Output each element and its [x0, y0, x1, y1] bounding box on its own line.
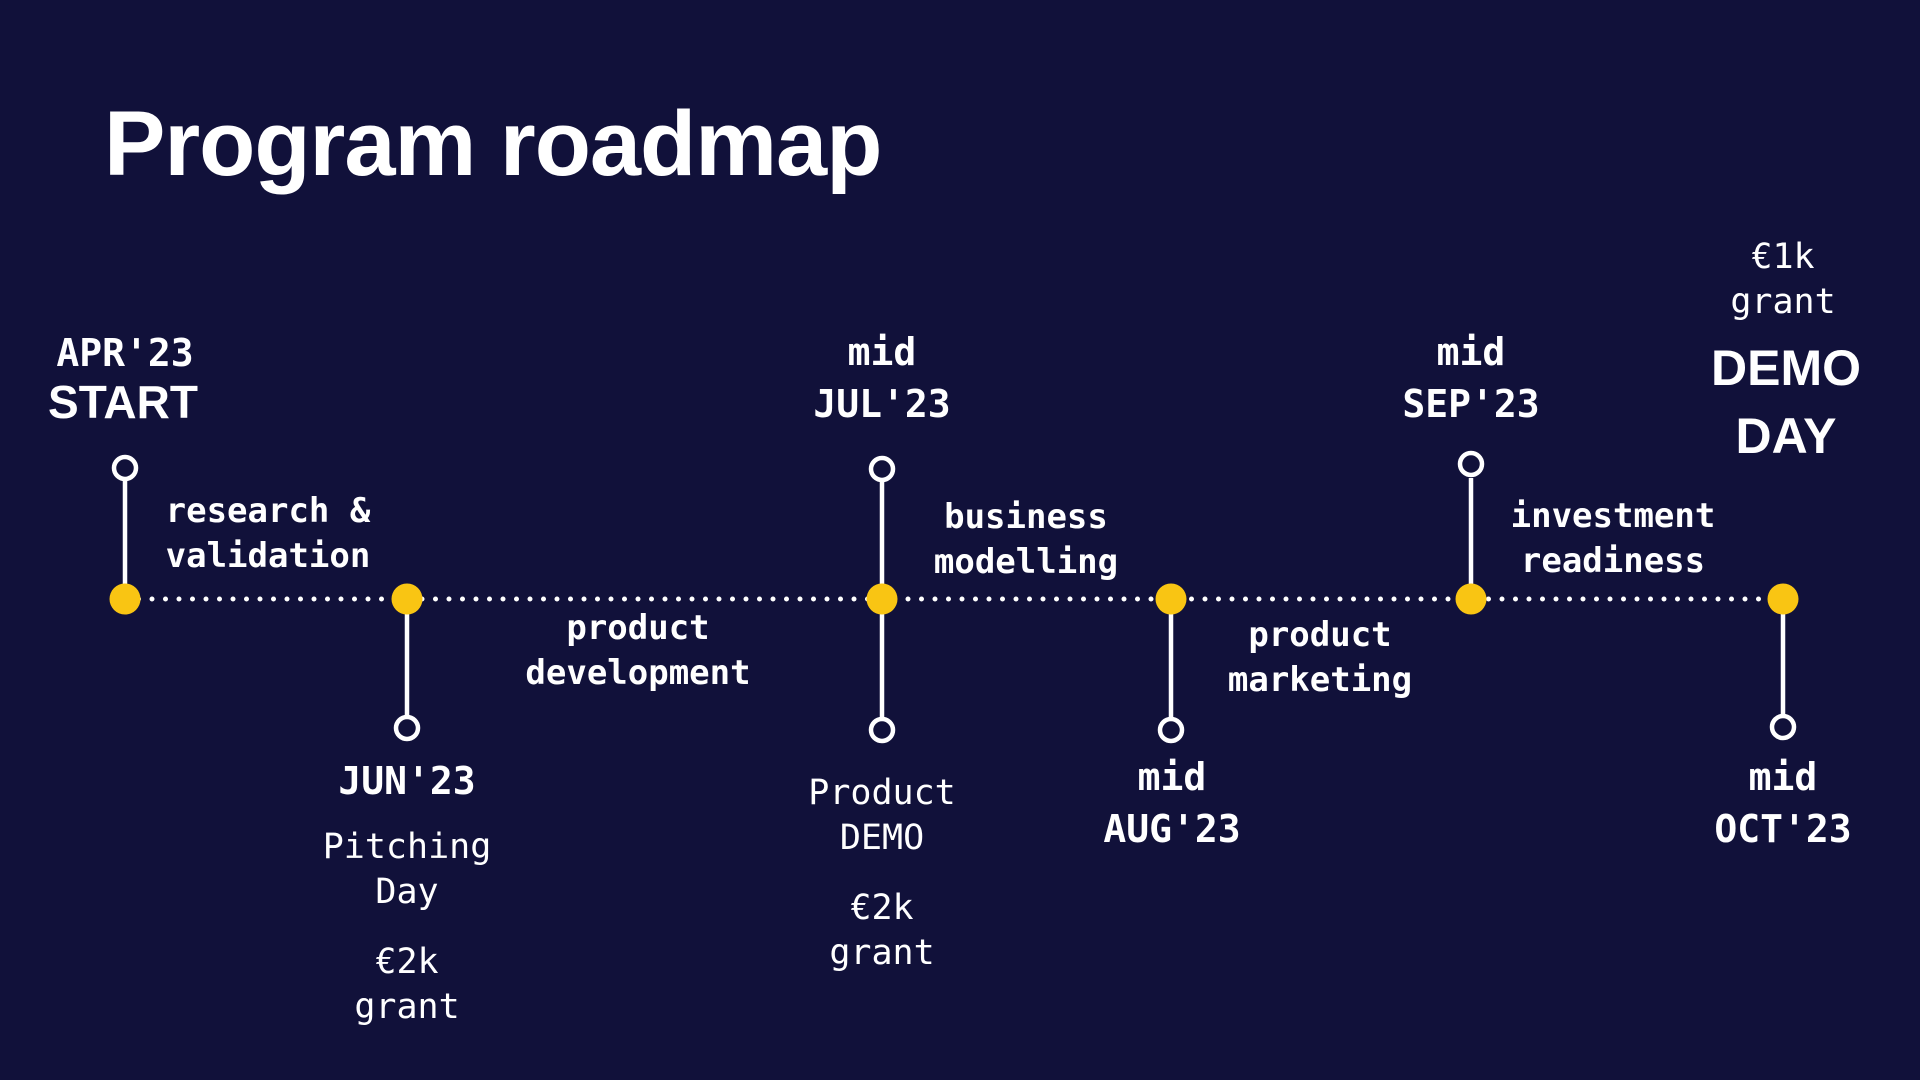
phase-product-development: product development: [525, 608, 751, 693]
terminator-circle-jun23: [393, 714, 421, 742]
milestone-aug23-date: mid AUG'23: [1103, 755, 1241, 851]
terminator-circle-apr23: [111, 454, 139, 482]
milestone-oct23-grant: €1k grant: [1730, 237, 1836, 322]
milestone-apr23-date: APR'23: [56, 331, 194, 375]
milestone-jul23-grant: €2k grant: [829, 888, 935, 973]
milestone-dot-aug23: [1155, 583, 1187, 615]
milestone-dot-apr23: [109, 583, 141, 615]
milestone-jul23-date: mid JUL'23: [813, 330, 951, 426]
milestone-dot-jul23: [866, 583, 898, 615]
milestone-jun23-date: JUN'23: [338, 759, 476, 803]
page-title: Program roadmap: [104, 93, 882, 195]
terminator-circle-oct23: [1769, 713, 1797, 741]
phase-research-validation: research & validation: [165, 491, 371, 576]
terminator-circle-jul23-top: [868, 455, 896, 483]
milestone-sep23-date: mid SEP'23: [1402, 330, 1540, 426]
phase-investment-readiness: investment readiness: [1510, 496, 1716, 581]
milestone-apr23-headline: START: [48, 376, 198, 428]
phase-business-modelling: business modelling: [933, 497, 1119, 582]
milestone-oct23-headline: DEMO DAY: [1711, 340, 1861, 464]
terminator-circle-jul23-bottom: [868, 716, 896, 744]
milestone-dot-oct23: [1767, 583, 1799, 615]
milestone-jun23-grant: €2k grant: [354, 942, 460, 1027]
milestone-dot-sep23: [1455, 583, 1487, 615]
milestone-jul23-event: Product DEMO: [808, 773, 956, 858]
milestone-dot-jun23: [391, 583, 423, 615]
milestone-jun23-event: Pitching Day: [322, 827, 492, 912]
phase-product-marketing: product marketing: [1227, 615, 1413, 700]
milestone-oct23-date: mid OCT'23: [1714, 755, 1852, 851]
terminator-circle-aug23: [1157, 716, 1185, 744]
terminator-circle-sep23: [1457, 450, 1485, 478]
